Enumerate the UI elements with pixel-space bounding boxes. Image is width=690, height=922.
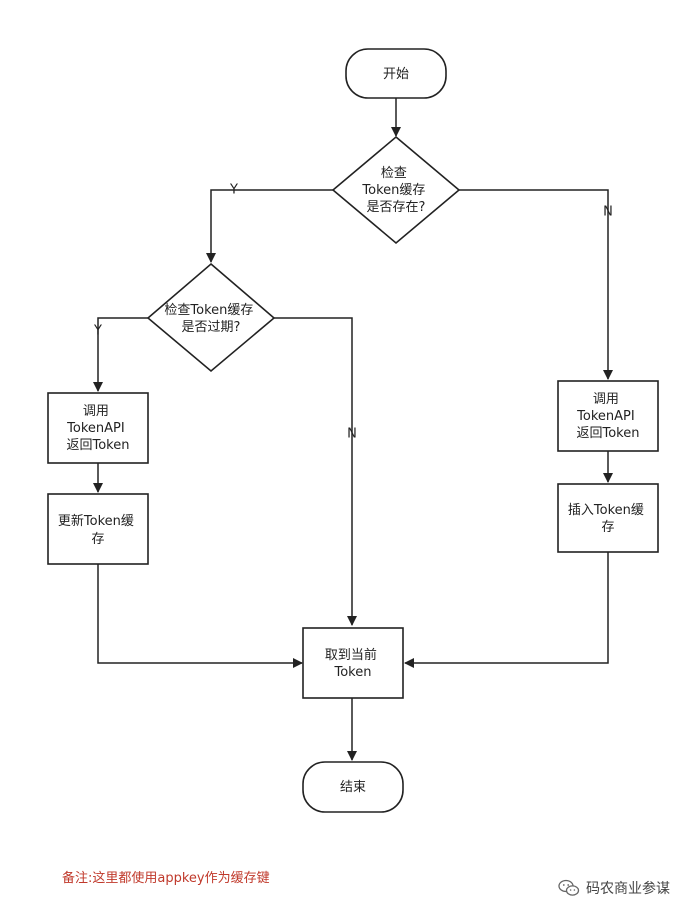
svg-text:检查 Token缓存 是否存: 检查 Token缓存 是否存在? <box>361 166 429 215</box>
node-check-expired-line-1: 检查Token缓存 <box>164 303 253 318</box>
process-shape <box>47 493 149 565</box>
node-start-line-1: 开始 <box>383 67 409 82</box>
node-get-current-line-2: Token <box>334 665 372 680</box>
edge-check-cache-no <box>459 189 613 380</box>
node-update-cache: 更新Token缓 存 <box>47 493 149 565</box>
edge-check-expired-no <box>274 317 357 626</box>
process-shape <box>47 392 149 464</box>
edges <box>93 98 613 761</box>
watermark: 码农商业参谋 <box>558 878 670 898</box>
node-check-cache-line-3: 是否存在? <box>367 200 426 215</box>
terminator-shape <box>345 48 447 99</box>
node-call-api-right-line-1: 调用 <box>593 392 619 407</box>
edge-labels: Y N Y N <box>93 183 613 442</box>
svg-text:调用 TokenAPI 返回: 调用 TokenAPI 返回Token <box>576 392 639 441</box>
edge-update-to-get-current <box>97 564 303 668</box>
node-update-cache-line-2: 存 <box>91 532 104 547</box>
node-check-cache: 检查 Token缓存 是否存在? <box>331 135 461 245</box>
node-end-line-1: 结束 <box>340 780 366 795</box>
node-update-cache-line-1: 更新Token缓 <box>58 513 134 529</box>
node-insert-cache: 插入Token缓 存 <box>557 483 659 553</box>
svg-text:取到当前 Token: 取到当前 Token <box>325 647 381 680</box>
wechat-icon <box>558 879 580 896</box>
decision-shape <box>331 135 461 245</box>
edge-check-cache-yes <box>206 189 333 263</box>
label-cache-yes: Y <box>229 183 238 198</box>
label-expired-no: N <box>347 427 357 442</box>
watermark-text: 码农商业参谋 <box>586 881 670 897</box>
node-call-api-right: 调用 TokenAPI 返回Token <box>557 380 659 452</box>
node-check-expired: 检查Token缓存 是否过期? <box>146 262 276 373</box>
node-check-cache-line-1: 检查 <box>381 166 407 181</box>
node-insert-cache-line-1: 插入Token缓 <box>568 503 644 518</box>
label-cache-no: N <box>603 205 613 220</box>
node-call-api-left-line-3: 返回Token <box>67 438 130 453</box>
process-shape <box>557 380 659 452</box>
nodes: 开始 检查 Token缓存 是否存在? 检查Token缓存 是否过期? 调用 <box>47 48 659 813</box>
terminator-shape <box>302 761 404 813</box>
svg-text:检查Token缓存 是否过期?: 检查Token缓存 是否过期? <box>164 303 257 335</box>
node-check-expired-line-2: 是否过期? <box>182 320 241 335</box>
process-shape <box>557 483 659 553</box>
svg-text:更新Token缓 存: 更新Token缓 存 <box>58 513 138 547</box>
node-call-api-right-line-2: TokenAPI <box>576 409 635 424</box>
node-call-api-left-line-2: TokenAPI <box>66 421 125 436</box>
label-expired-yes: Y <box>93 324 102 339</box>
node-call-api-left: 调用 TokenAPI 返回Token <box>47 392 149 464</box>
node-call-api-left-line-1: 调用 <box>83 404 109 419</box>
node-check-cache-line-2: Token缓存 <box>361 183 425 198</box>
node-end: 结束 <box>302 761 404 813</box>
process-shape <box>302 627 404 699</box>
svg-text:插入Token缓 存: 插入Token缓 存 <box>568 503 648 535</box>
node-start: 开始 <box>345 48 447 99</box>
svg-text:开始: 开始 <box>383 67 409 82</box>
decision-shape <box>146 262 276 373</box>
node-insert-cache-line-2: 存 <box>601 520 614 535</box>
node-get-current-line-1: 取到当前 <box>325 647 377 663</box>
node-get-current: 取到当前 Token <box>302 627 404 699</box>
svg-text:调用 TokenAPI 返回: 调用 TokenAPI 返回Token <box>66 404 129 453</box>
note-text: 备注:这里都使用appkey作为缓存键 <box>62 871 270 886</box>
svg-text:结束: 结束 <box>340 780 366 795</box>
edge-insert-to-get-current <box>404 552 609 668</box>
edge-check-expired-yes <box>93 317 148 392</box>
node-call-api-right-line-3: 返回Token <box>577 426 640 441</box>
